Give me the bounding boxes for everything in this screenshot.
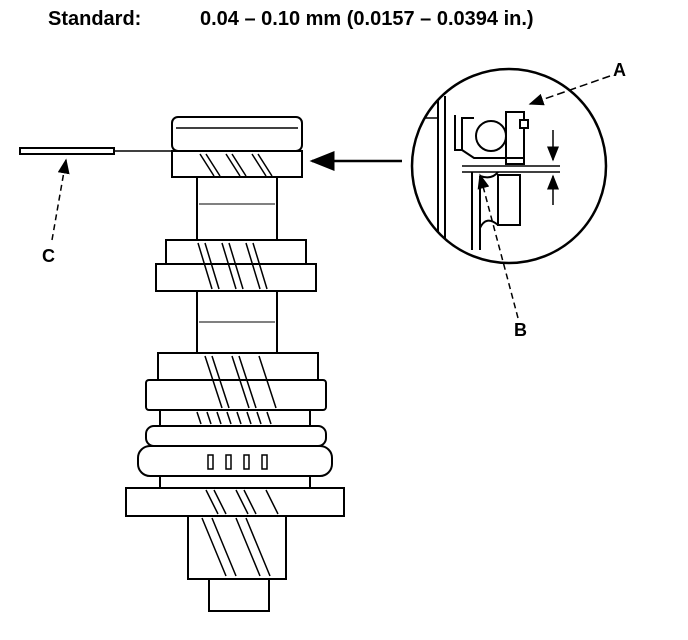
synchro-sleeve: [137, 445, 333, 477]
leader-a: [528, 75, 611, 106]
leader-b: [477, 173, 519, 319]
shaft-end: [208, 578, 270, 612]
spec-value: 0.04 – 0.10 mm (0.0157 – 0.0394 in.): [200, 8, 534, 30]
leader-lines: [51, 75, 611, 319]
gear-3-lower: [145, 379, 327, 411]
feeler-gauge: [19, 147, 115, 155]
shaft-section: [196, 176, 278, 241]
synchro-hub: [145, 425, 327, 447]
gear-2-upper: [165, 239, 307, 265]
bearing-ball: [475, 120, 507, 152]
callout-c: C: [42, 246, 55, 266]
callout-b: B: [514, 320, 527, 340]
callout-a: A: [613, 60, 626, 80]
spec-label: Standard:: [48, 8, 142, 30]
gear-teeth-hatching: [196, 153, 279, 577]
synchro-ring: [159, 409, 311, 427]
leader-c: [51, 158, 70, 241]
synchro-ring: [159, 475, 311, 489]
spec-row: Standard: 0.04 – 0.10 mm (0.0157 – 0.039…: [48, 8, 668, 38]
bottom-gear: [125, 487, 345, 517]
top-gear: [171, 150, 303, 178]
detail-view: [410, 67, 608, 265]
bottom-shaft: [187, 515, 287, 580]
top-bearing: [171, 116, 303, 152]
sleeve-slots: [207, 454, 268, 470]
